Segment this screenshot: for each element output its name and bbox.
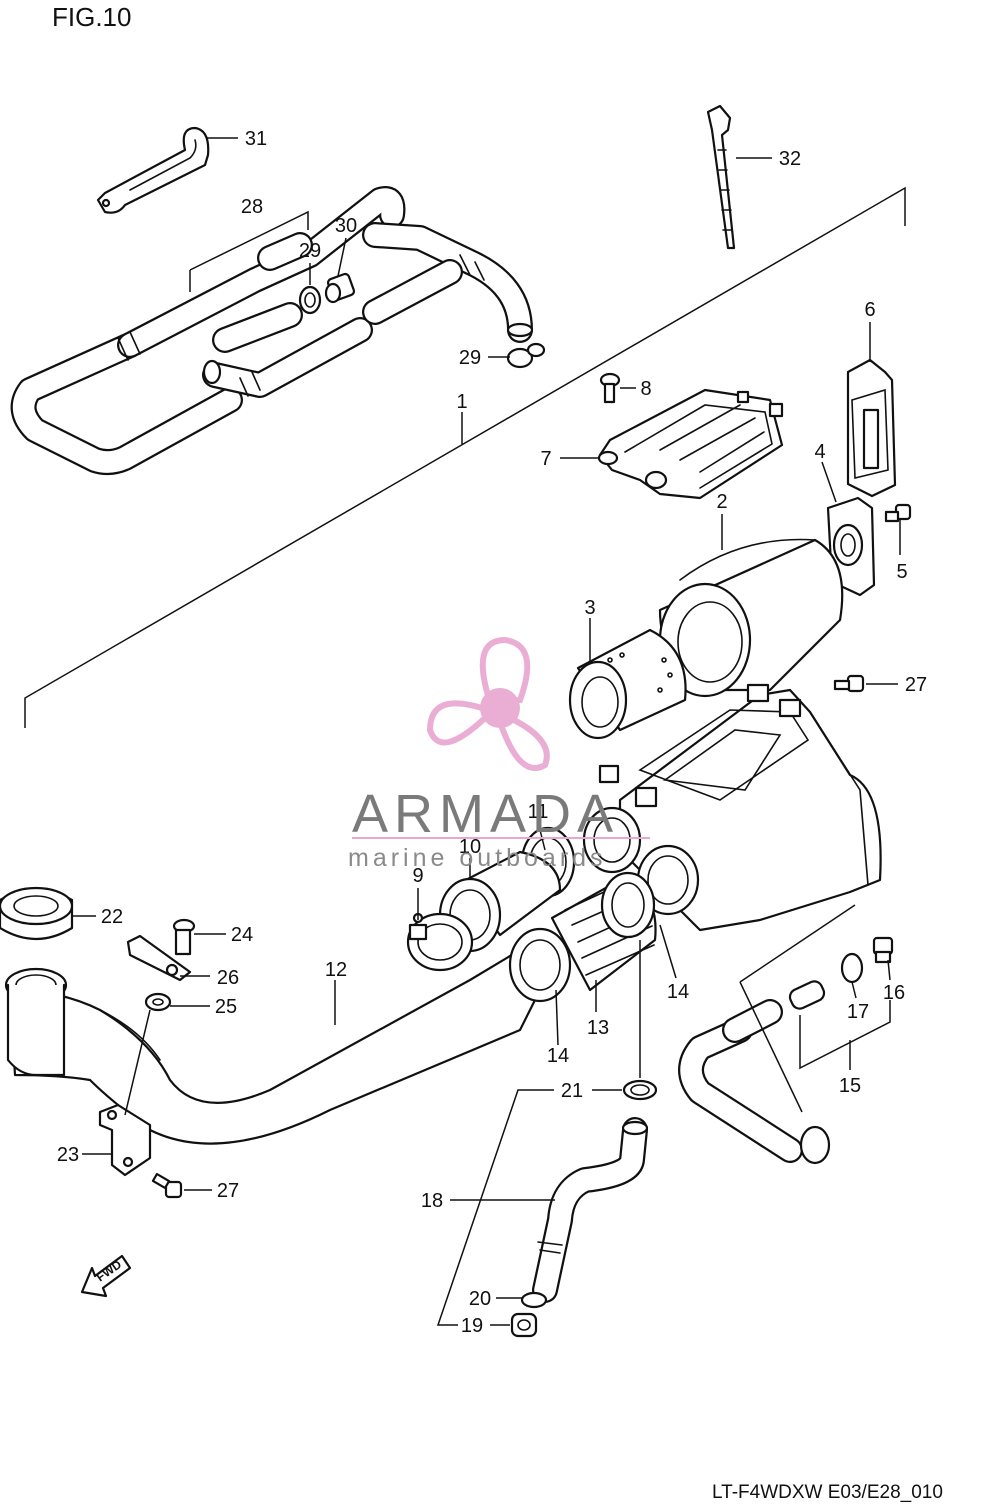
callout-3: 3 [584, 597, 595, 619]
bracket-31 [96, 126, 210, 214]
callout-14-right: 14 [667, 981, 689, 1003]
bolt-27-upper [833, 674, 865, 693]
figure-title: FIG.10 [52, 2, 131, 32]
callout-5: 5 [896, 561, 907, 583]
callout-26: 26 [217, 967, 239, 989]
callout-24: 24 [231, 924, 253, 946]
callout-16: 16 [883, 982, 905, 1004]
hose-joint-30 [324, 272, 356, 304]
screw-8 [599, 372, 621, 404]
callout-27-upper: 27 [905, 674, 927, 696]
callout-23: 23 [57, 1144, 79, 1166]
clamp-14-b [600, 871, 656, 939]
drain-hose-assembly [678, 980, 831, 1165]
hose-clip-29b [506, 342, 546, 369]
filter-3 [568, 628, 687, 740]
clip-17 [840, 952, 864, 984]
watermark-brand: ARMADA [352, 784, 619, 844]
callout-2: 2 [716, 491, 727, 513]
figure-code: LT-F4WDXW E03/E28_010 [712, 1482, 943, 1503]
plug-16 [872, 936, 894, 964]
washer-25 [144, 992, 172, 1012]
clamp-14-a [508, 927, 572, 1003]
callout-21: 21 [561, 1080, 583, 1102]
cable-tie-32 [706, 104, 736, 250]
hose-18 [532, 1117, 649, 1303]
hose-clip-29 [298, 285, 322, 315]
callout-29-upper: 29 [299, 240, 321, 262]
callout-17: 17 [847, 1001, 869, 1023]
bracket-6 [846, 358, 897, 498]
callout-25: 25 [215, 996, 237, 1018]
assembly-bracket [24, 186, 906, 728]
watermark-tagline: marine outboards [348, 844, 607, 872]
callout-18: 18 [421, 1190, 443, 1212]
callout-29-lower: 29 [459, 347, 481, 369]
clamp-9 [406, 912, 474, 972]
bracket-23 [98, 1103, 152, 1177]
callout-8: 8 [640, 378, 651, 400]
watermark: ARMADA marine outboards [348, 636, 650, 872]
callout-32: 32 [779, 148, 801, 170]
propeller-icon [426, 636, 550, 772]
callout-4: 4 [814, 441, 825, 463]
callout-28: 28 [241, 196, 263, 218]
callout-10: 10 [459, 836, 481, 858]
callout-1: 1 [456, 391, 467, 413]
callout-12: 12 [325, 959, 347, 981]
callout-20: 20 [469, 1288, 491, 1310]
air-filter-element-2 [658, 538, 844, 698]
fwd-arrow-icon: FWD [80, 1254, 132, 1298]
callout-11: 11 [528, 801, 549, 823]
callout-19: 19 [461, 1315, 483, 1337]
callout-27-lower: 27 [217, 1180, 239, 1202]
air-cleaner-case [582, 683, 882, 932]
callout-leaders [72, 137, 901, 1326]
intake-duct-12 [4, 948, 542, 1145]
callout-22: 22 [101, 906, 123, 928]
callout-6: 6 [864, 299, 875, 321]
callout-7: 7 [540, 448, 551, 470]
bolt-5 [884, 503, 912, 523]
bolt-24 [172, 918, 196, 956]
callout-numbers: 1 2 3 4 5 6 7 8 9 10 11 12 13 14 14 15 1… [57, 128, 927, 1337]
bolt-27-lower [151, 1172, 183, 1199]
callout-31: 31 [245, 128, 267, 150]
callout-30: 30 [335, 215, 357, 237]
seal-22 [0, 886, 74, 940]
clamp-19 [510, 1312, 538, 1338]
callout-14-left: 14 [547, 1045, 569, 1067]
air-cleaner-cover-7 [597, 388, 784, 500]
callout-9: 9 [412, 865, 423, 887]
breather-hose-assembly [10, 186, 534, 476]
clamp-21 [622, 1079, 658, 1101]
callout-13: 13 [587, 1017, 609, 1039]
callout-15: 15 [839, 1075, 861, 1097]
clip-20 [520, 1291, 548, 1309]
